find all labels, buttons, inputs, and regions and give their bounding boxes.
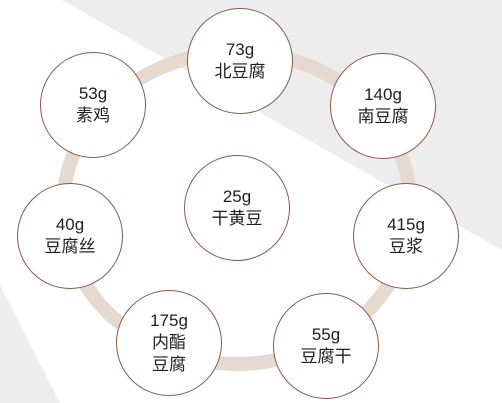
node-name: 豆浆: [389, 236, 423, 258]
node-name: 豆腐丝: [45, 236, 96, 258]
node-name-line: 豆腐: [152, 355, 186, 375]
node-name: 素鸡: [76, 105, 110, 127]
center-amount: 25g: [222, 187, 252, 206]
node-name-line: 豆腐丝: [44, 237, 96, 257]
node-doufu-si: 40g 豆腐丝: [17, 183, 123, 289]
node-su-ji: 53g 素鸡: [40, 52, 146, 158]
node-doujiang: 415g 豆浆: [353, 183, 459, 289]
node-name: 内酯 豆腐: [152, 332, 186, 376]
node-amount: 175g: [150, 311, 188, 330]
node-amount: 73g: [225, 40, 255, 59]
node-amount: 415g: [387, 215, 425, 234]
center-node: 25g 干黄豆: [184, 155, 290, 261]
node-amount: 140g: [364, 85, 402, 104]
node-bei-doufu: 73g 北豆腐: [187, 8, 293, 114]
node-name: 豆腐干: [301, 346, 352, 368]
node-name-line: 豆浆: [389, 237, 423, 257]
node-name-line: 豆腐干: [300, 347, 352, 367]
node-name: 南豆腐: [358, 106, 409, 128]
node-name-line: 素鸡: [76, 106, 110, 126]
node-name-line: 北豆腐: [214, 62, 266, 82]
center-name: 干黄豆: [212, 208, 263, 230]
node-amount: 55g: [311, 325, 341, 344]
center-name-line: 干黄豆: [211, 209, 263, 229]
node-amount: 53g: [78, 84, 108, 103]
node-name-line: 南豆腐: [357, 107, 409, 127]
node-neizhi-doufu: 175g 内酯 豆腐: [116, 290, 222, 396]
node-amount: 40g: [55, 215, 85, 234]
node-name: 北豆腐: [215, 61, 266, 83]
node-doufu-gan: 55g 豆腐干: [273, 293, 379, 399]
node-nan-doufu: 140g 南豆腐: [330, 53, 436, 159]
node-name-line: 内酯: [152, 333, 186, 353]
